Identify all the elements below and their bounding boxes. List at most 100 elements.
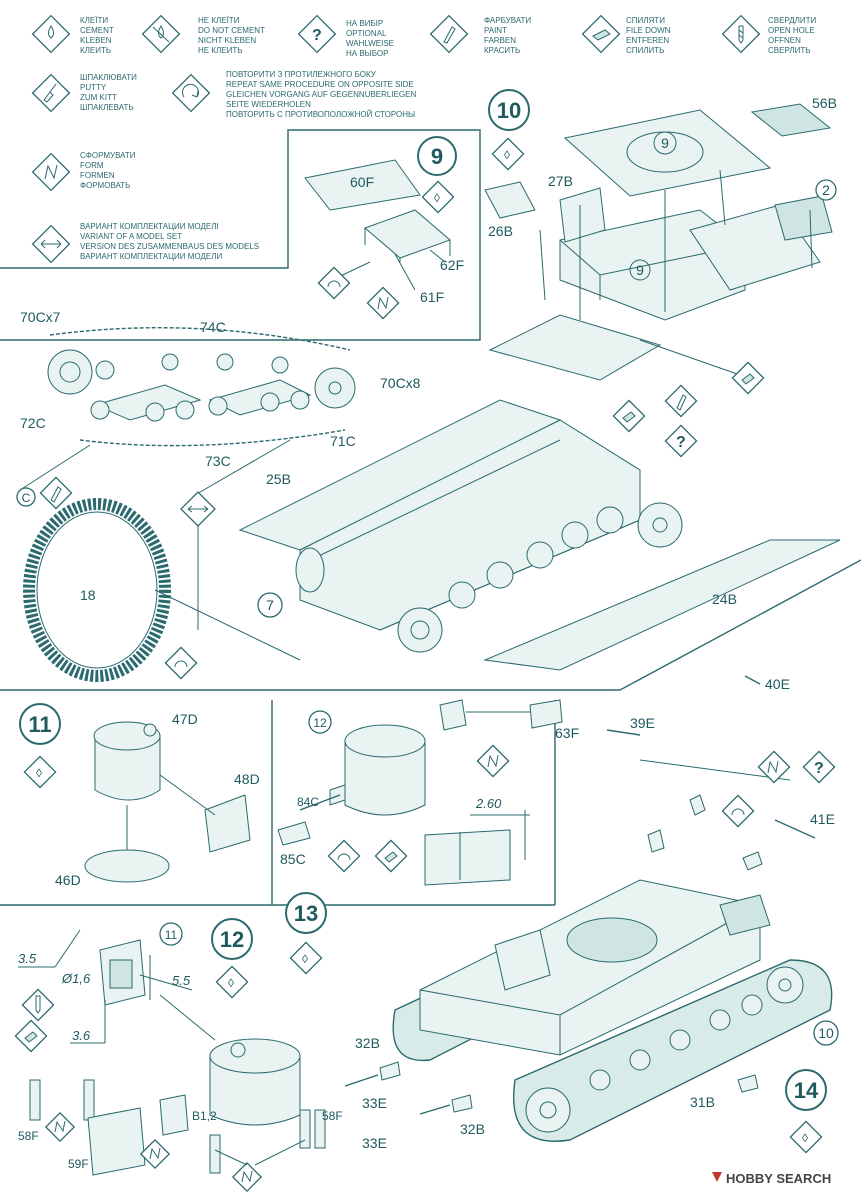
small-parts-e: 40E 39E 41E ?	[606, 675, 836, 871]
form-icon	[487, 754, 499, 768]
turret-ring	[566, 917, 658, 963]
step-12-details: 12 ◊ 11 3.5 Ø1,6 5.5 3.6 58F 59F	[14, 918, 343, 1193]
legend-text: CEMENT	[80, 26, 114, 35]
file-icon	[741, 373, 755, 385]
part-label: 58F	[322, 1109, 343, 1123]
step-number: 13	[294, 901, 318, 926]
legend-text: VERSION DES ZUSAMMENBAUS DES MODELS	[80, 242, 259, 251]
legend-text: OFFNEN	[768, 36, 801, 45]
legend-text: FORMEN	[80, 171, 115, 180]
file-icon	[24, 1031, 38, 1043]
part-9-top-shape	[563, 109, 772, 197]
legend-text: GLEICHEN VORGANG AUF GEGENNUBERLIEGEN	[226, 90, 416, 99]
variant-icon	[40, 239, 62, 249]
legend-text: СПИЛИТЬ	[626, 46, 664, 55]
legend-text: VARIANT OF A MODEL SET	[80, 232, 182, 241]
legend-item-variant: ВАРИАНТ КОМПЛЕКТАЦИИ МОДЕЛІ VARIANT OF A…	[31, 222, 259, 264]
paint-icon	[50, 486, 62, 503]
legend-item-drill: СВЕРДЛИТИ OPEN HOLE OFFNEN СВЕРЛИТЬ	[721, 14, 817, 55]
part-58f-shape	[83, 1079, 95, 1121]
part-label: 33E	[362, 1095, 387, 1111]
watermark: HOBBY SEARCH	[712, 1171, 831, 1186]
optional-icon: ?	[814, 760, 824, 777]
dimension-label: 2.60	[475, 796, 502, 811]
step-11: 11 ◊ 47D 48D 46D	[19, 703, 260, 888]
part-label: 11	[165, 928, 178, 942]
legend-text: SEITE WIEDERHOLEN	[226, 100, 311, 109]
hull-lower: 25B 7 24B	[238, 399, 841, 671]
step-number: 12	[220, 927, 244, 952]
legend-text: NICHT KLEBEN	[198, 36, 256, 45]
track-links-bottom	[79, 429, 346, 447]
legend-text: СВЕРДЛИТИ	[768, 16, 817, 25]
putty-icon	[43, 83, 57, 103]
part-label: 12	[313, 716, 327, 730]
part-label: 71C	[330, 433, 356, 449]
part-46d-shape	[84, 849, 170, 883]
form-icon	[377, 296, 389, 310]
part-label: 9	[661, 135, 669, 151]
form-icon	[149, 1147, 161, 1160]
legend-text: НЕ КЛЕЇТИ	[198, 16, 240, 25]
turret-detail-side	[424, 829, 511, 886]
bogie-right	[208, 379, 312, 416]
step-number: 10	[497, 98, 521, 123]
part-63f-shape	[529, 699, 563, 729]
part-label: 10	[818, 1025, 834, 1041]
step-number: 9	[431, 144, 443, 169]
bogie-left	[93, 384, 202, 421]
part-label: 31B	[690, 1094, 715, 1110]
part-label: 61F	[420, 289, 444, 305]
file-icon	[384, 851, 398, 863]
variant-icon	[187, 505, 209, 513]
legend-item-file: СПИЛЯТИ FILE DOWN ENTFEREN СПИЛИТЬ	[581, 14, 671, 55]
legend-text: FILE DOWN	[626, 26, 671, 35]
optional-icon: ?	[676, 434, 686, 451]
part-label: 47D	[172, 711, 198, 727]
legend-item-cement: КЛЕЇТИ CEMENT KLEBEN КЛЕИТЬ	[31, 14, 114, 55]
legend-text: WAHLWEISE	[346, 39, 394, 48]
no-glue-icon	[152, 25, 170, 43]
part-label: 84C	[297, 795, 319, 809]
fender-24b	[483, 539, 841, 671]
section-dividers	[0, 129, 861, 906]
legend-text: OPTIONAL	[346, 29, 387, 38]
form-icon	[54, 1120, 66, 1133]
idler-wheel	[637, 502, 683, 548]
part-label: 58F	[18, 1129, 39, 1143]
part-label: 62F	[440, 257, 464, 273]
track-links-top	[49, 327, 351, 351]
legend-text: КРАСИТЬ	[484, 46, 520, 55]
cement-icon: ◊	[228, 976, 234, 990]
part-label: B1,2	[192, 1109, 217, 1123]
step-12-turret: 12 63F 84C 85C 2.60	[277, 699, 579, 886]
repeat-icon	[731, 808, 745, 816]
cement-icon: ◊	[302, 952, 308, 966]
legend-text: OPEN HOLE	[768, 26, 815, 35]
rubber-track-18: C 18	[16, 476, 301, 682]
legend-text: REPEAT SAME PROCEDURE ON OPPOSITE SIDE	[226, 80, 414, 89]
legend-text: PAINT	[484, 26, 507, 35]
part-2-shape	[774, 195, 833, 241]
drill-icon	[35, 995, 41, 1014]
legend-text: ФАРБУВАТИ	[484, 16, 531, 25]
hobbysearch-logo-icon	[712, 1172, 722, 1182]
part-label: 32B	[460, 1121, 485, 1137]
legend-text: НЕ КЛЕИТЬ	[198, 46, 242, 55]
glue-icon	[48, 25, 54, 39]
legend-text: ZUM KITT	[80, 93, 117, 102]
cement-icon: ◊	[36, 766, 42, 780]
part-label: 40E	[765, 676, 790, 692]
part-label: 33E	[362, 1135, 387, 1151]
legend-item-no-cement: НЕ КЛЕЇТИ DO NOT CEMENT NICHT KLEBEN НЕ …	[141, 14, 265, 55]
dimension-label: 3.6	[72, 1028, 91, 1043]
idler-wheel	[314, 367, 356, 409]
legend: КЛЕЇТИ CEMENT KLEBEN КЛЕИТЬ НЕ КЛЕЇТИ DO…	[31, 14, 817, 264]
legend-item-optional: ? НА ВИБІР OPTIONAL WAHLWEISE НА ВЫБОР	[297, 14, 394, 58]
legend-text: ШПАКЛЮВАТИ	[80, 73, 137, 82]
part-label: 25B	[266, 471, 291, 487]
part-60f-shape	[304, 159, 421, 211]
watermark-text: HOBBY SEARCH	[726, 1171, 831, 1186]
part-label: 74C	[200, 319, 226, 335]
